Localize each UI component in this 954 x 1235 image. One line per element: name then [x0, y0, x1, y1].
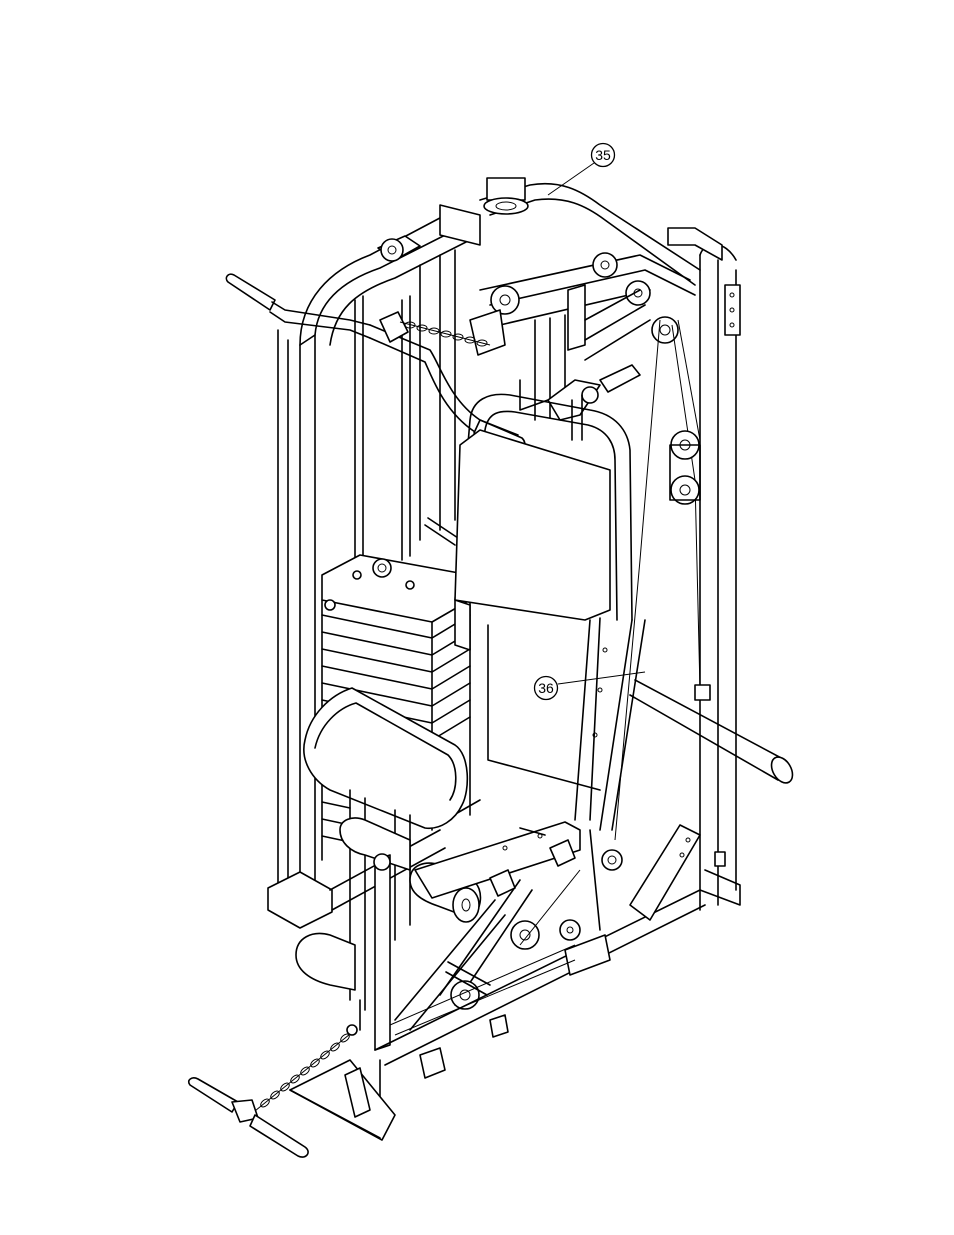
leg-extension [296, 822, 580, 1050]
callout-35: 35 [548, 144, 615, 196]
callout-36-label: 36 [538, 680, 554, 696]
callout-35-label: 35 [595, 147, 611, 163]
backrest [455, 394, 645, 830]
low-bar [630, 680, 797, 787]
press-arm [226, 274, 524, 450]
base-frame [290, 825, 740, 1140]
